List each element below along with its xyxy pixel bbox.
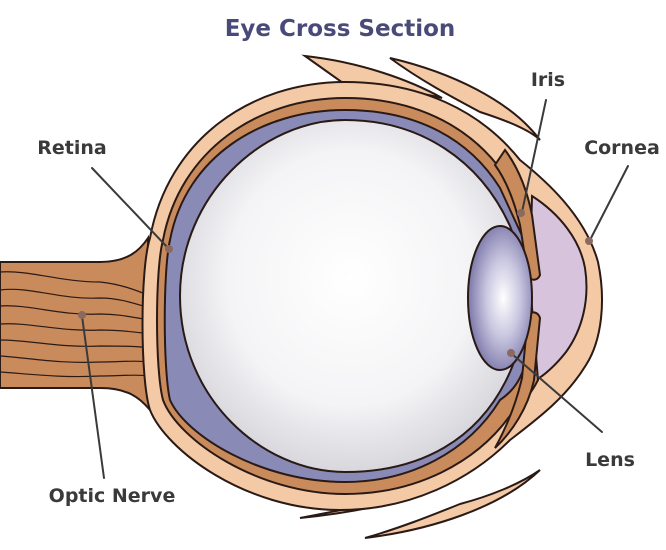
iris-leader-dot xyxy=(517,209,525,217)
lens-leader-dot xyxy=(507,349,515,357)
label-iris: Iris xyxy=(531,69,565,91)
label-optic-nerve: Optic Nerve xyxy=(49,485,176,507)
retina-leader-line xyxy=(92,168,168,248)
label-lens: Lens xyxy=(585,449,635,471)
cornea-leader-line xyxy=(590,166,628,240)
optic-nerve-leader-dot xyxy=(78,311,86,319)
cornea-leader-dot xyxy=(585,237,593,245)
label-cornea: Cornea xyxy=(584,137,660,159)
diagram-title: Eye Cross Section xyxy=(225,16,456,42)
label-retina: Retina xyxy=(37,137,106,159)
retina-leader-dot xyxy=(165,245,173,253)
optic-nerve xyxy=(0,238,150,410)
lens xyxy=(468,226,532,370)
